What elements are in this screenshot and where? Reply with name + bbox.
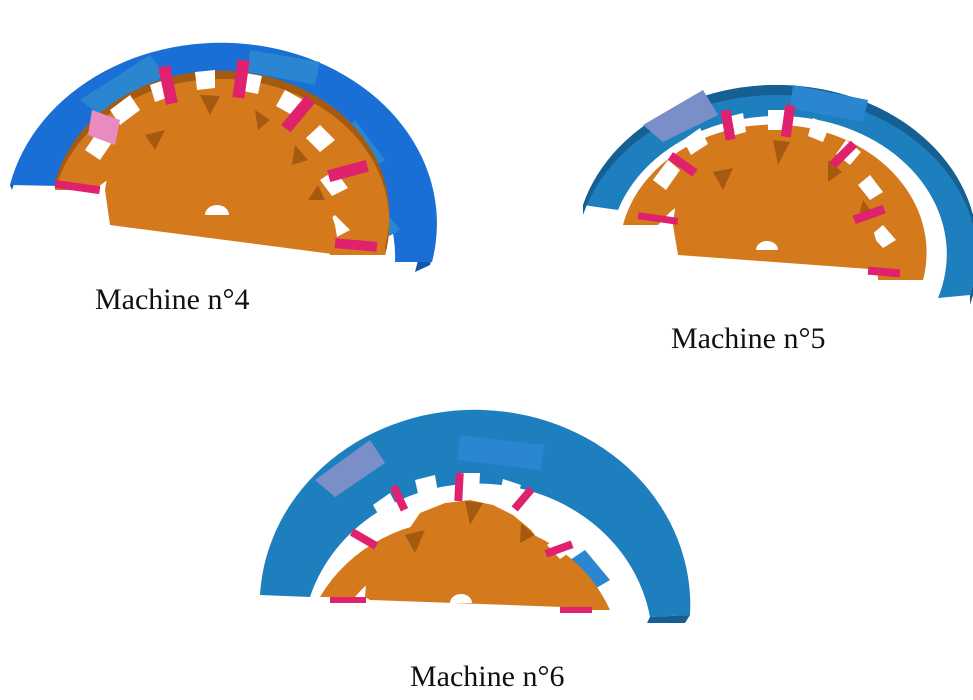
stator-slot [248, 50, 320, 85]
stator-slot [315, 440, 385, 497]
magnets [54, 59, 378, 252]
shaft-notch [756, 241, 778, 250]
magnets [330, 472, 592, 613]
caption-machine-5: Machine n°5 [671, 322, 826, 355]
rotor-ring [55, 78, 390, 255]
machine-4-diagram [0, 0, 440, 280]
stator-slot [790, 85, 868, 122]
machine-5-diagram [578, 60, 973, 310]
magnets [637, 104, 901, 278]
magnet-light [88, 110, 120, 145]
machine-4-svg [10, 42, 437, 272]
machine-6-diagram [255, 385, 695, 625]
stator-edge [647, 615, 690, 623]
stator-slot [457, 435, 545, 470]
caption-machine-6: Machine n°6 [410, 660, 565, 693]
stator-slot [80, 55, 165, 115]
stator-slot [643, 90, 718, 142]
rotor-teeth-shade [145, 95, 325, 200]
rotor-slots [653, 110, 896, 248]
shaft-notch [205, 205, 229, 215]
rotor-hub [105, 95, 340, 255]
caption-machine-4: Machine n°4 [95, 283, 250, 316]
machine-6-svg [260, 409, 691, 623]
rotor-hub [365, 500, 563, 607]
shaft-notch [450, 594, 472, 603]
stator-slot [570, 550, 610, 590]
rotor-teeth-shade [405, 501, 535, 553]
machine-5-svg [583, 84, 973, 305]
stator-ring [583, 84, 973, 298]
